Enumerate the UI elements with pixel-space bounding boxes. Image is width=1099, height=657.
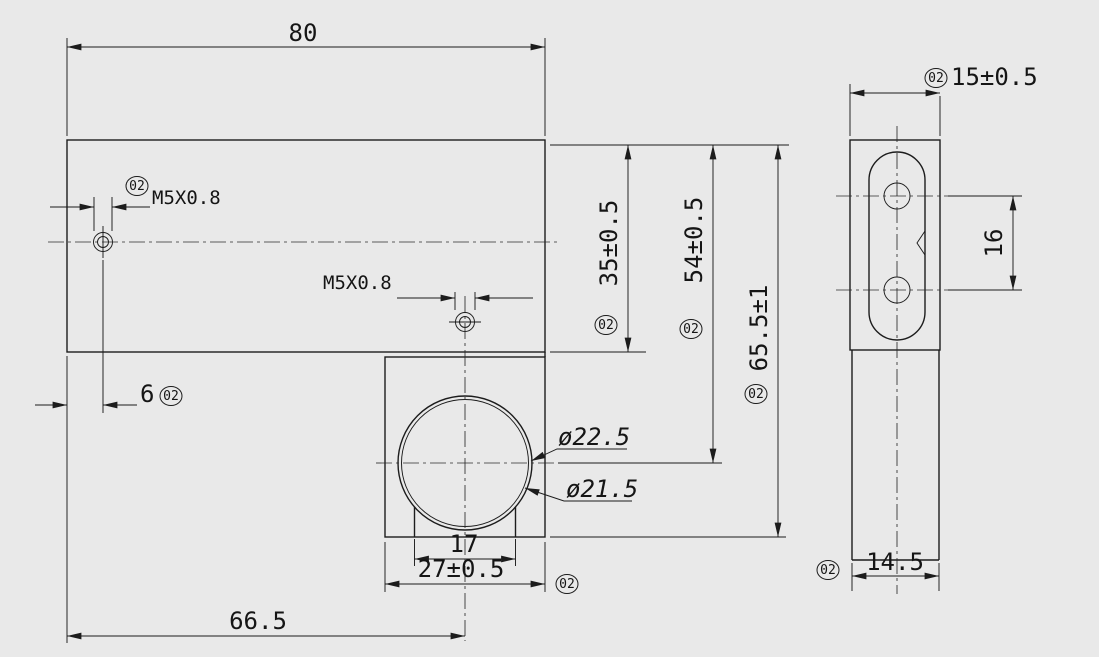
balloon-label: 02 [748, 387, 764, 402]
balloon-02-width-15: 02 [924, 68, 948, 88]
thread-callout-left: 02 M5X0.8 [50, 176, 221, 231]
balloon-02-width-27: 02 [555, 574, 579, 594]
dim-text-27: 27±0.5 [418, 555, 505, 583]
side-view [836, 126, 954, 594]
dim-height-65-5: 65.5±1 02 [550, 144, 786, 538]
balloon-label: 02 [598, 318, 614, 333]
dim-offset-6: 6 02 [35, 260, 183, 413]
dim-text-dia-21-5: ø21.5 [566, 475, 638, 503]
balloon-02-height-35: 02 [594, 315, 618, 335]
balloon-label: 02 [129, 179, 145, 194]
balloon-02-height-65-5: 02 [744, 384, 768, 404]
dim-dia-21-5: ø21.5 [524, 475, 638, 503]
balloon-02-height-54: 02 [679, 319, 703, 339]
balloon-label: 02 [163, 389, 179, 404]
dim-width-14-5: 14.5 02 [816, 548, 940, 591]
dim-width-15: 02 15±0.5 [849, 63, 1038, 136]
dim-width-80: 80 [66, 19, 546, 136]
dim-text-dia-22-5: ø22.5 [558, 423, 630, 451]
balloon-label: 02 [928, 71, 944, 86]
dim-text-15: 15±0.5 [951, 63, 1038, 91]
dim-spacing-16: 16 [948, 195, 1022, 291]
balloon-02-thread-left: 02 [125, 176, 149, 196]
dim-width-27: 27±0.5 02 [384, 542, 579, 594]
balloon-label: 02 [820, 563, 836, 578]
dim-text-16: 16 [980, 229, 1008, 258]
dim-height-54: 54±0.5 02 [558, 144, 722, 464]
thread-text-mid: M5X0.8 [323, 272, 392, 294]
dim-text-66-5: 66.5 [229, 607, 287, 635]
thread-text-left: M5X0.8 [152, 187, 221, 209]
balloon-02-offset-6: 02 [159, 386, 183, 406]
balloon-label: 02 [683, 322, 699, 337]
dim-text-14-5: 14.5 [866, 548, 924, 576]
side-view-upper-outline [849, 139, 941, 351]
dim-height-35: 35±0.5 02 [550, 144, 789, 353]
front-view-outline [66, 139, 546, 353]
thread-callout-mid: M5X0.8 [323, 272, 533, 310]
dim-text-80: 80 [289, 19, 318, 47]
side-slot [868, 151, 926, 341]
dim-text-65-5: 65.5±1 [745, 285, 773, 372]
dim-slot-17: 17 [414, 530, 516, 566]
front-view [48, 139, 560, 641]
dim-text-54: 54±0.5 [680, 197, 708, 284]
dim-text-17: 17 [450, 530, 479, 558]
balloon-label: 02 [559, 577, 575, 592]
balloon-02-width-14-5: 02 [816, 560, 840, 580]
dim-length-66-5: 66.5 [66, 356, 466, 643]
dim-dia-22-5: ø22.5 [530, 423, 630, 462]
dim-text-35: 35±0.5 [595, 200, 623, 287]
dim-text-6: 6 [140, 380, 154, 408]
side-slot-notch [916, 230, 926, 256]
